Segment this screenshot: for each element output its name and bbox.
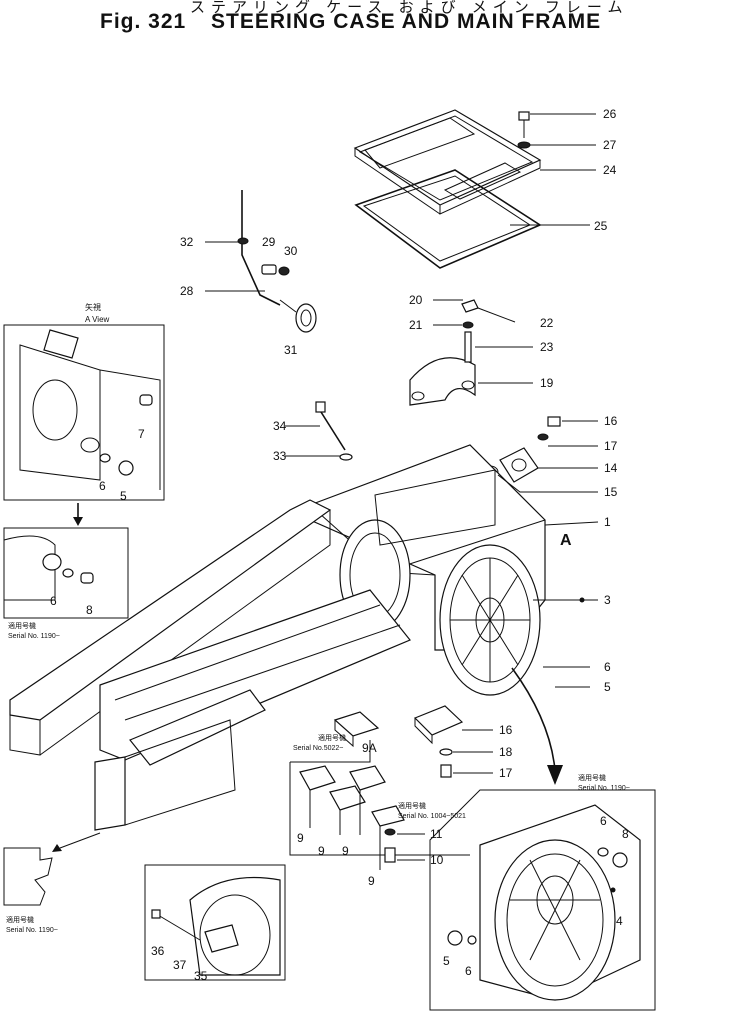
callout-6-right: 6 <box>600 814 607 828</box>
main-frame <box>9 499 411 831</box>
callout-8-left: 8 <box>86 603 93 617</box>
callouts: 26 27 24 25 32 29 30 28 31 20 21 22 23 1… <box>50 107 629 983</box>
callout-37: 37 <box>173 958 187 972</box>
jp-label-5: 適用号機 <box>6 915 34 924</box>
callout-28: 28 <box>180 284 194 298</box>
callout-5-a-view: 5 <box>120 489 127 503</box>
callout-6-main: 6 <box>604 660 611 674</box>
callout-31: 31 <box>284 343 298 357</box>
callout-29: 29 <box>262 235 276 249</box>
serial-note-1190-right: Serial No. 1190~ <box>578 785 630 792</box>
callout-9-b: 9 <box>318 844 325 858</box>
a-view-label: A View <box>85 315 110 324</box>
inset-a-view: 矢視 A View <box>3 302 165 501</box>
callout-14: 16 <box>604 414 618 428</box>
fittings-29-30-31 <box>261 264 317 333</box>
callout-21: 21 <box>409 318 423 332</box>
callout-34: 34 <box>273 419 287 433</box>
callout-5-main: 5 <box>604 680 611 694</box>
inset-serial-1190-bottom: 適用号機 Serial No. 1190~ <box>3 847 58 934</box>
leader-lines <box>205 113 599 861</box>
serial-note-1190-left: Serial No. 1190~ <box>8 633 60 640</box>
callout-13: 15 <box>604 485 618 499</box>
jp-label-1: 適用号機 <box>8 621 36 630</box>
inset-brake-35-37 <box>144 864 286 981</box>
callout-6-bottom: 6 <box>465 964 472 978</box>
callout-11: 11 <box>430 827 443 841</box>
japanese-title: ステアリング ケース および メイン フレーム <box>190 0 629 16</box>
callout-9-a: 9 <box>297 831 304 845</box>
inset-serial-5022: 適用号機 Serial No.5022~ <box>290 711 380 763</box>
callout-6-a-view: 6 <box>99 479 106 493</box>
callout-25: 25 <box>594 219 608 233</box>
callout-9-d: 9 <box>368 874 375 888</box>
callout-7: 7 <box>138 427 145 441</box>
jp-label-3: 適用号機 <box>398 801 426 810</box>
callout-36: 36 <box>151 944 165 958</box>
callout-17: 17 <box>499 766 513 780</box>
serial-note-1004-5021: Serial No. 1004~5021 <box>398 813 466 820</box>
callout-12: 14 <box>604 461 618 475</box>
callout-27: 27 <box>603 138 617 152</box>
callout-19: 19 <box>540 376 554 390</box>
figure-number: Fig. 321 <box>100 10 187 33</box>
callout-23: 23 <box>540 340 554 354</box>
inset-serial-1190-left: 適用号機 Serial No. 1190~ <box>3 527 129 640</box>
cover-16 <box>384 705 464 863</box>
callout-24: 24 <box>603 163 617 177</box>
inset-serial-1190-right: 適用号機 Serial No. 1190~ <box>429 773 656 1011</box>
bearing-cap-19 <box>409 357 476 406</box>
jp-label-4: 適用号機 <box>578 773 606 782</box>
arrow-a-label: A <box>560 532 572 549</box>
callout-35: 35 <box>194 969 208 983</box>
callout-16: 16 <box>499 723 513 737</box>
cover-plate-24 <box>353 109 542 215</box>
callout-8-right: 8 <box>622 827 629 841</box>
callout-4: 4 <box>616 914 623 928</box>
callout-1: 1 <box>604 515 611 529</box>
callout-15: 17 <box>604 439 618 453</box>
callout-30: 30 <box>284 244 298 258</box>
bolt-34 <box>315 401 353 461</box>
tube-28 <box>237 190 281 306</box>
figure-caption: STEERING CASE AND MAIN FRAME <box>211 10 602 33</box>
callout-3: 3 <box>604 593 611 607</box>
bolt-26-washer-27 <box>517 111 531 149</box>
callout-20: 20 <box>409 293 423 307</box>
serial-note-5022: Serial No.5022~ <box>293 745 343 752</box>
callout-26: 26 <box>603 107 617 121</box>
callout-22: 22 <box>540 316 554 330</box>
callout-6-left: 6 <box>50 594 57 608</box>
a-view-jp-label: 矢視 <box>85 302 101 312</box>
serial-note-1190-bottom: Serial No. 1190~ <box>6 927 58 934</box>
figure-title: Fig. 321 STEERING CASE AND MAIN FRAME <box>100 10 601 34</box>
callout-32: 32 <box>180 235 194 249</box>
callout-5-right: 5 <box>443 954 450 968</box>
jp-label-2: 適用号機 <box>318 733 346 742</box>
callout-9-c: 9 <box>342 844 349 858</box>
stud-23-nut-20 <box>461 299 516 363</box>
inset-serial-1004-5021: 適用号機 Serial No. 1004~5021 <box>289 762 470 870</box>
callout-18: 18 <box>499 745 513 759</box>
callout-10: 10 <box>430 853 444 867</box>
callout-33: 33 <box>273 449 287 463</box>
callout-9A: 9A <box>362 741 377 755</box>
